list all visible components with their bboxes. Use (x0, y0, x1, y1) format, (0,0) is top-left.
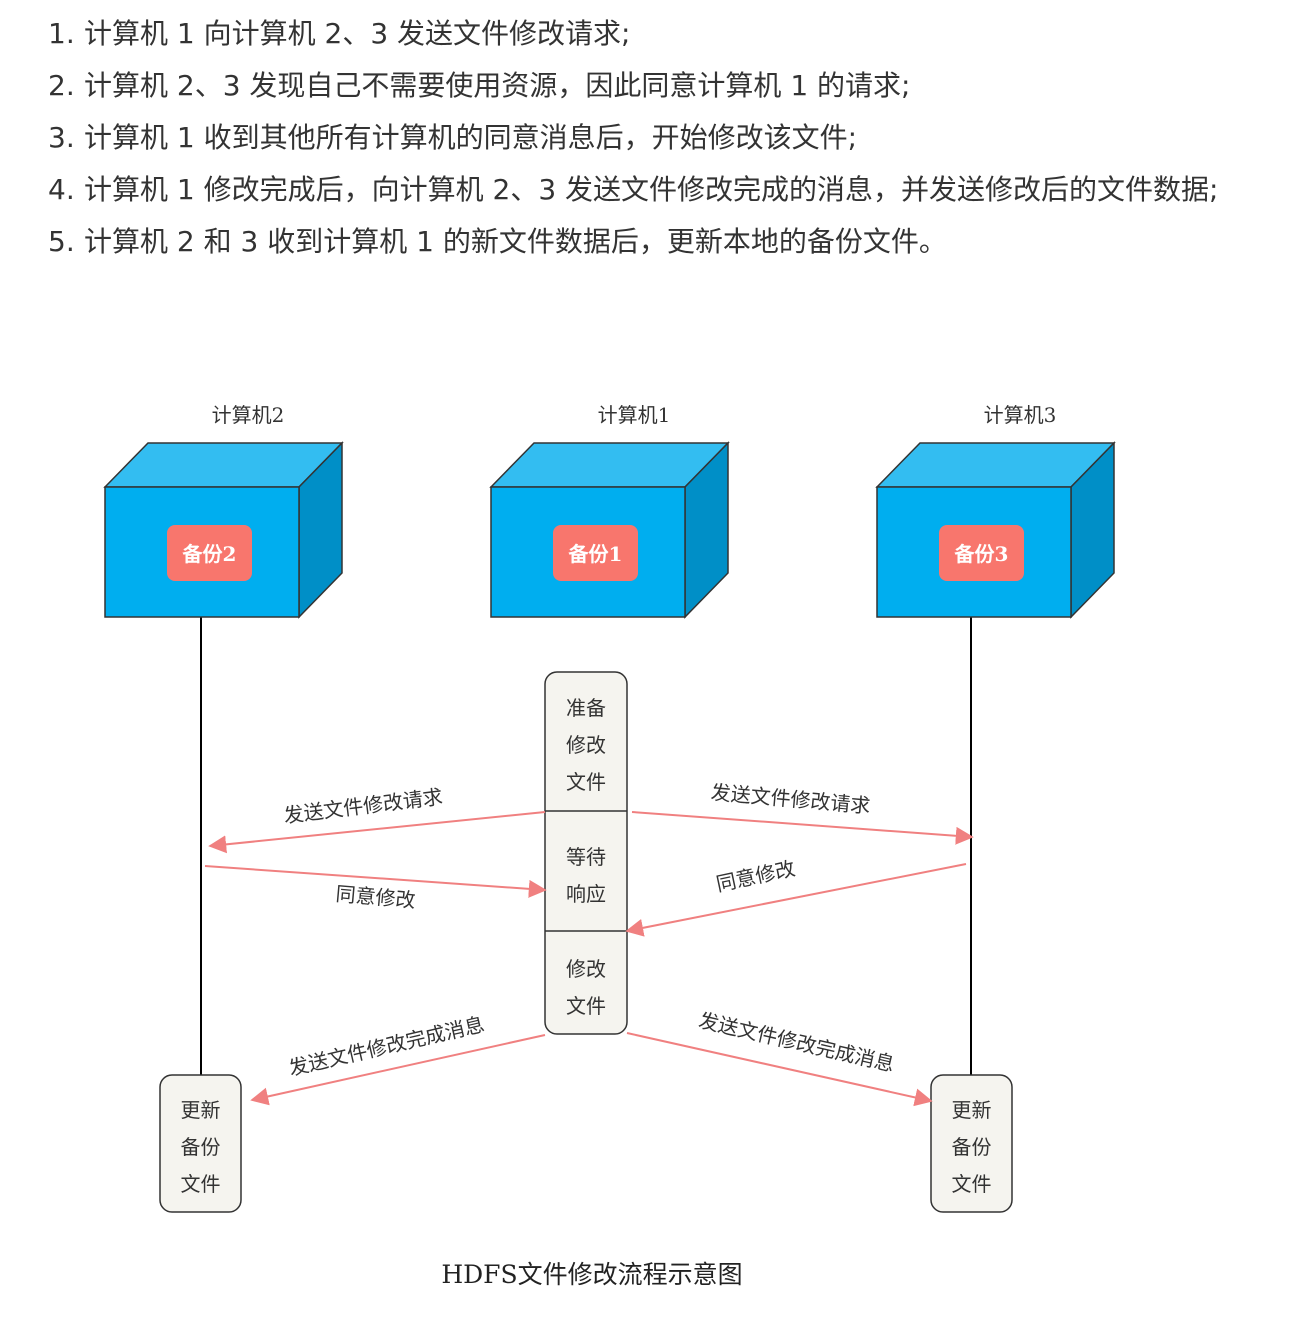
label-done-right: 发送文件修改完成消息 (696, 1008, 896, 1076)
arrow-agree-right (625, 863, 967, 937)
step-text: 计算机 1 向计算机 2、3 发送文件修改请求; (84, 17, 631, 50)
backup-label: 备份3 (954, 542, 1009, 566)
update-box (930, 1074, 1013, 1213)
step-number: 3. (48, 121, 75, 154)
label-agree-right: 同意修改 (714, 856, 797, 896)
step-text: 计算机 1 修改完成后，向计算机 2、3 发送文件修改完成的消息，并发送修改后的… (84, 173, 1219, 206)
backup-badge (553, 525, 638, 581)
computer3-label: 计算机3 (984, 403, 1057, 427)
process-prepare-line: 文件 (566, 770, 606, 794)
update-box-left: 更新 备份 文件 (159, 1074, 242, 1213)
step-item: 5. 计算机 2 和 3 收到计算机 1 的新文件数据后，更新本地的备份文件。 (48, 216, 1268, 268)
update-line: 更新 (952, 1098, 992, 1122)
step-number: 2. (48, 69, 75, 102)
update-line: 文件 (952, 1172, 992, 1196)
process-wait-line: 响应 (566, 882, 606, 906)
arrow-done-left (250, 1034, 546, 1106)
step-number: 4. (48, 173, 75, 206)
step-number: 1. (48, 17, 75, 50)
process-column: 准备 修改 文件 等待 响应 修改 文件 (544, 671, 628, 1035)
process-box (544, 671, 628, 1035)
diagram-caption: HDFS文件修改流程示意图 (441, 1260, 742, 1289)
update-box-right: 更新 备份 文件 (930, 1074, 1013, 1213)
update-box (159, 1074, 242, 1213)
backup-badge (167, 525, 252, 581)
backup-badge (939, 525, 1024, 581)
process-modify-line: 修改 (566, 957, 606, 981)
step-item: 4. 计算机 1 修改完成后，向计算机 2、3 发送文件修改完成的消息，并发送修改… (48, 164, 1268, 216)
computer1-cube: 备份1 (489, 441, 730, 619)
steps-list: 1. 计算机 1 向计算机 2、3 发送文件修改请求; 2. 计算机 2、3 发现自… (48, 8, 1268, 268)
step-number: 5. (48, 225, 75, 258)
arrow-request-left (208, 811, 546, 854)
update-line: 备份 (952, 1135, 992, 1159)
process-modify-line: 文件 (566, 994, 606, 1018)
step-item: 1. 计算机 1 向计算机 2、3 发送文件修改请求; (48, 8, 1268, 60)
step-text: 计算机 1 收到其他所有计算机的同意消息后，开始修改该文件; (84, 121, 858, 154)
step-text: 计算机 2 和 3 收到计算机 1 的新文件数据后，更新本地的备份文件。 (84, 225, 947, 258)
label-agree-left: 同意修改 (335, 882, 417, 913)
backup-label: 备份1 (568, 542, 623, 566)
label-request-right: 发送文件修改请求 (710, 780, 871, 818)
arrow-done-right (626, 1032, 933, 1107)
step-item: 3. 计算机 1 收到其他所有计算机的同意消息后，开始修改该文件; (48, 112, 1268, 164)
computer3-cube: 备份3 (875, 441, 1116, 619)
computer2-label: 计算机2 (212, 403, 285, 427)
update-line: 文件 (181, 1172, 221, 1196)
computer2-cube: 备份2 (103, 441, 344, 619)
label-request-left: 发送文件修改请求 (282, 784, 444, 827)
backup-label: 备份2 (182, 542, 237, 566)
process-prepare-line: 准备 (566, 696, 606, 720)
arrow-request-right (631, 811, 974, 845)
step-text: 计算机 2、3 发现自己不需要使用资源，因此同意计算机 1 的请求; (84, 69, 911, 102)
computer1-label: 计算机1 (598, 403, 671, 427)
update-line: 更新 (181, 1098, 221, 1122)
process-wait-line: 等待 (566, 845, 606, 869)
arrow-agree-left (204, 865, 547, 898)
process-prepare-line: 修改 (566, 733, 606, 757)
update-line: 备份 (181, 1135, 221, 1159)
hdfs-flow-diagram: 备份2 计算机2 备份1 计算机1 备份3 计算机3 准备 修改 文件 等待 响… (103, 403, 1116, 1289)
step-item: 2. 计算机 2、3 发现自己不需要使用资源，因此同意计算机 1 的请求; (48, 60, 1268, 112)
